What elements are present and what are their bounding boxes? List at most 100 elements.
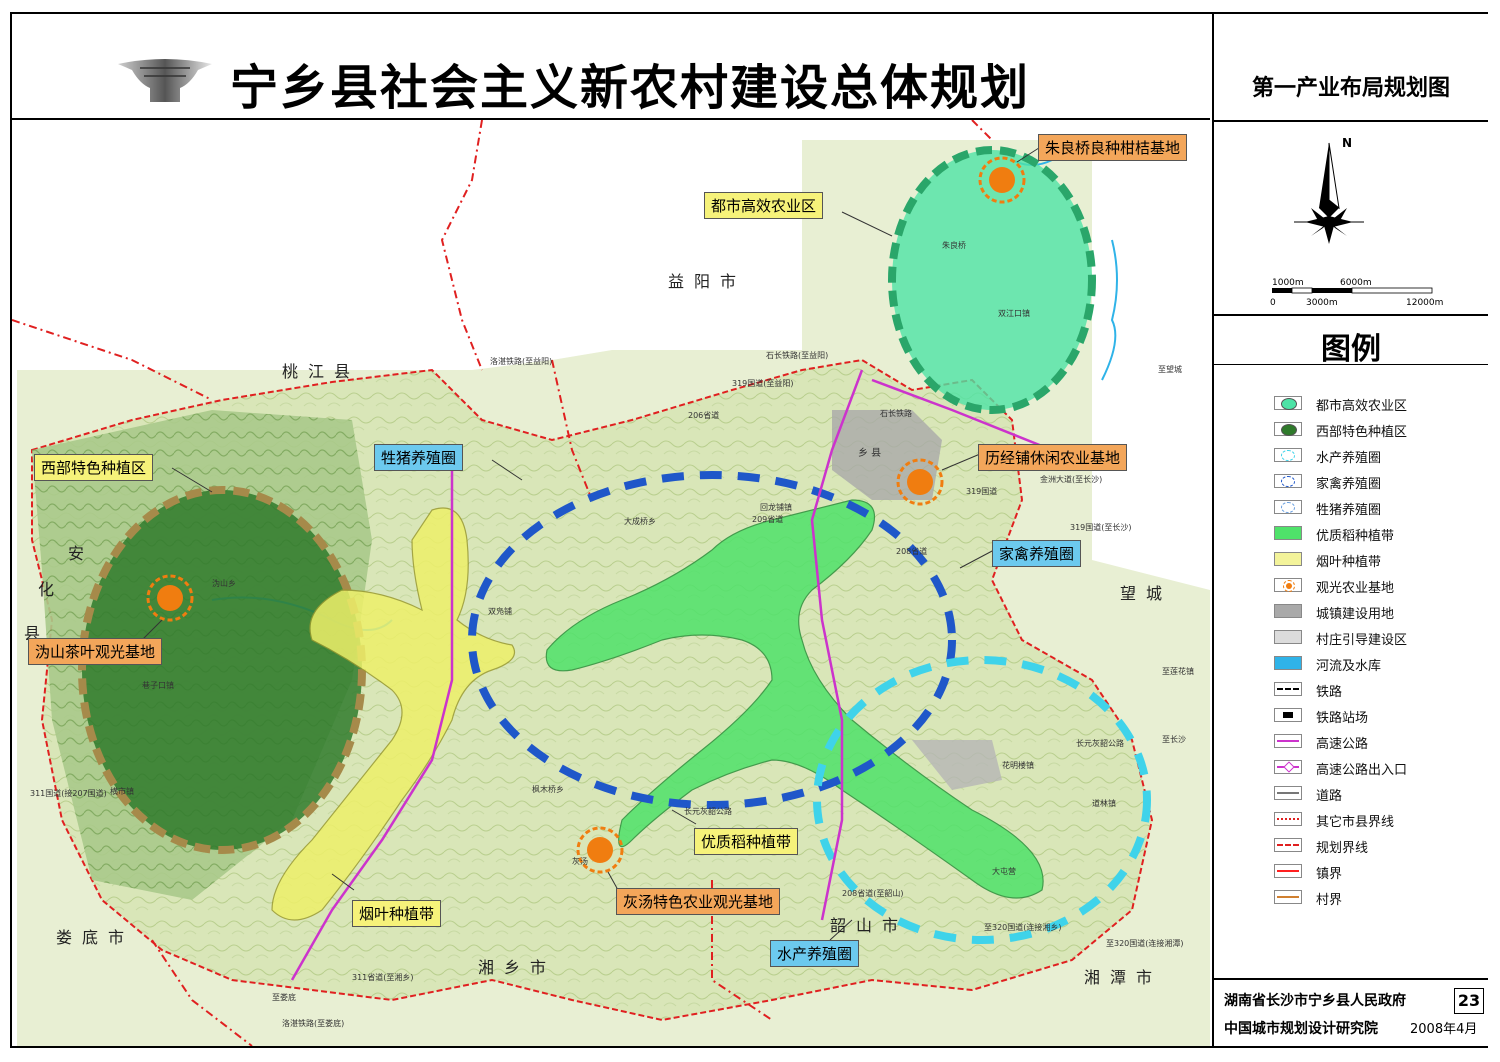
label-shaoshan: 韶山市 [830,916,909,935]
road-label: 至长沙 [1162,735,1186,744]
dotted-line-icon [1274,812,1302,826]
highway [810,369,864,921]
neighbor-boundary [971,120,993,141]
town-label: 朱良桥 [942,241,966,250]
highway [290,470,454,981]
highway [871,378,1053,452]
diamond-icon [1274,760,1302,774]
road-label: 至莲花镇 [1162,667,1194,676]
oval-fill-icon [1274,396,1302,410]
dashed-oval-icon [1274,474,1302,488]
label-taojiang: 桃江县 [282,362,361,381]
legend-item: 村界 [1274,888,1484,908]
panel-divider [1214,364,1488,365]
legend-item: 规划界线 [1274,836,1484,856]
legend-item: 水产养殖圈 [1274,446,1484,466]
label-yiyang: 益阳市 [668,272,747,291]
org-name-government: 湖南省长沙市宁乡县人民政府 [1224,993,1406,1009]
legend-item-label: 高速公路 [1316,737,1369,752]
pig-circle [468,471,956,809]
town-label: 花明楼镇 [1002,761,1034,770]
neighbor-boundary [551,359,593,501]
road-label: 洛湛铁路(至娄底) [282,1019,345,1028]
town-label: 双江口镇 [998,309,1030,318]
road-label: 311国道(接207国道) [30,789,107,798]
legend-item-label: 高速公路出入口 [1316,763,1408,778]
legend-item: 优质稻种植带 [1274,524,1484,544]
panel-divider [1214,978,1488,980]
line-icon [1274,786,1302,800]
legend-item: 河流及水库 [1274,654,1484,674]
town-label: 沩山乡 [212,579,236,588]
town-label: 乡 县 [858,448,882,459]
scale-label: 6000m [1340,278,1372,288]
town-label: 巷子口镇 [142,681,174,690]
north-label: N [1342,136,1353,150]
callout-tobacco-belt: 烟叶种植带 [352,900,442,927]
map-area: 益阳市 桃江县 安 化 县 望城 娄底市 湘乡市 韶山市 湘潭市 都市高效农业区… [12,120,1210,1046]
road-label: 311省道(至湘乡) [352,973,414,982]
neighbor-boundary [440,120,483,371]
legend-item-label: 铁路站场 [1316,711,1369,726]
station-icon [1274,708,1302,722]
town-label: 双凫铺 [488,607,512,616]
legend-item-label: 西部特色种植区 [1316,425,1408,440]
callout-aqua-circle: 水产养殖圈 [770,940,860,967]
legend-item: 高速公路 [1274,732,1484,752]
fill-icon [1274,552,1302,566]
legend-item-label: 水产养殖圈 [1316,451,1382,466]
panel-divider [1214,120,1488,122]
fill-icon [1274,656,1302,670]
legend-item-label: 观光农业基地 [1316,581,1395,596]
town-label: 灰汤 [572,857,588,866]
callout-pig-circle: 牲猪养殖圈 [374,444,464,471]
west-planting-zone-border [78,486,366,854]
callout-west-planting: 西部特色种植区 [34,454,154,481]
scale-label: 1000m [1272,278,1304,288]
legend-item-label: 规划界线 [1316,841,1369,856]
label-loudi: 娄底市 [56,928,135,947]
side-panel: 第一产业布局规划图 N 1000m 6000m 0 3000m 12000m 图… [1212,14,1488,1046]
callout-lijingpu: 历经铺休闲农业基地 [978,444,1128,471]
road-label: 石长铁路 [880,409,912,418]
bronze-vessel-logo-icon [118,59,212,102]
scale-label: 12000m [1406,298,1444,308]
urban-agri-zone [892,150,1092,410]
page-title: 宁乡县社会主义新农村建设总体规划 [230,60,1031,116]
label-anhua-2: 化 [38,580,57,599]
neighbor-boundary [151,939,253,1046]
callout-weishan: 沩山茶叶观光基地 [28,638,163,665]
road-label: 洛湛铁路(至益阳) [490,357,553,366]
callout-leaders [141,145,1043,941]
callout-poultry-circle: 家禽养殖圈 [992,540,1082,567]
callout-rice-belt: 优质稻种植带 [694,828,799,855]
legend-item: 高速公路出入口 [1274,758,1484,778]
town-label: 大屯营 [992,867,1016,876]
legend-item-label: 铁路 [1316,685,1343,700]
legend-item: 铁路站场 [1274,706,1484,726]
legend-item-label: 镇界 [1316,867,1343,882]
legend-item: 家禽养殖圈 [1274,472,1484,492]
sightseeing-base-marker [576,826,624,874]
dashed-oval-icon [1274,500,1302,514]
legend-item: 城镇建设用地 [1274,602,1484,622]
map-subtitle: 第一产业布局规划图 [1251,76,1450,101]
legend-item-label: 城镇建设用地 [1316,607,1395,622]
sightseeing-base-marker [896,458,944,506]
page-number: 23 [1454,988,1484,1014]
label-xiangxiang: 湘乡市 [478,958,557,977]
road-label: 至320国道(连接湘乡) [984,923,1062,932]
west-planting-zone [82,490,362,850]
label-wangcheng: 望城 [1120,584,1173,603]
legend-item-label: 都市高效农业区 [1316,399,1408,414]
tobacco-belt [271,507,516,921]
road-label: 206省道 [688,411,720,420]
fill-icon [1274,630,1302,644]
road-label: 至320国道(连接湘潭) [1106,939,1184,948]
legend-item: 西部特色种植区 [1274,420,1484,440]
dashed-oval-icon [1274,448,1302,462]
road-label: 319国道 [966,487,998,496]
legend-title: 图例 [1321,332,1381,367]
north-arrow-icon [1294,142,1364,244]
town-label: 枫木桥乡 [532,785,564,794]
